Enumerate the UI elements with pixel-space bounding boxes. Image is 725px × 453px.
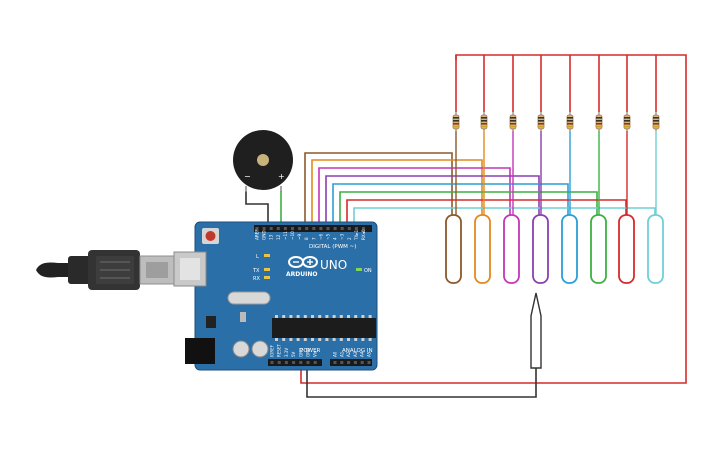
pin-label: 5V xyxy=(291,351,296,357)
buzzer-wire-black xyxy=(245,191,269,229)
wires xyxy=(245,54,687,398)
resistors xyxy=(452,112,660,131)
arduino-logo xyxy=(288,256,318,268)
touch-pad xyxy=(503,214,520,284)
microcontroller-chip xyxy=(272,318,376,338)
pin-label: IOREF xyxy=(270,344,275,357)
led-l-label: L xyxy=(256,254,259,260)
ground-wire xyxy=(306,364,537,398)
pin-label: AREF xyxy=(255,229,260,240)
pin-label: Vin xyxy=(313,350,318,357)
wire-purple xyxy=(325,175,540,229)
buzzer-minus-label: − xyxy=(244,172,251,181)
resistor xyxy=(452,112,460,131)
touch-pad xyxy=(445,214,462,284)
pin-label: 13 xyxy=(269,234,274,240)
pin-label: RESET xyxy=(277,344,282,357)
pin-label: 4 xyxy=(333,237,338,240)
analog-label: ANALOG IN xyxy=(342,348,373,354)
probe-stylus xyxy=(530,292,542,369)
pin-label: 3.3V xyxy=(284,348,289,357)
led-rx-label: RX xyxy=(253,276,260,282)
touch-pad xyxy=(647,214,664,284)
power-label: POWER xyxy=(300,348,321,354)
pin-label: A2 xyxy=(346,351,351,357)
usb-cable xyxy=(36,250,175,290)
pin-label: TX▸1 xyxy=(354,229,359,241)
touch-pad xyxy=(474,214,491,284)
pin-label: 2 xyxy=(347,237,352,240)
on-label: ON xyxy=(364,268,372,274)
buzzer-plus-label: + xyxy=(278,172,285,181)
wire-brown xyxy=(304,152,453,229)
pin-label: A5 xyxy=(367,351,372,357)
resistor xyxy=(623,112,631,131)
pin-label: GND xyxy=(262,230,267,240)
touch-pad xyxy=(590,214,607,284)
pin-label: ~10 xyxy=(290,231,295,240)
board-brand-label: ARDUINO xyxy=(286,271,317,278)
arduino-uno-board: L TX RX ON UNO ARDUINO DIGITAL (PWM ~) P… xyxy=(173,221,378,371)
pin-label: RX◂0 xyxy=(361,229,366,240)
led-tx-label: TX xyxy=(252,268,260,274)
touch-pad xyxy=(561,214,578,284)
pin-label: A3 xyxy=(353,351,358,357)
resistor xyxy=(509,112,517,131)
board-model-label: UNO xyxy=(320,258,347,272)
pin-label: ~5 xyxy=(326,233,331,240)
touch-pad xyxy=(618,214,635,284)
analog-header xyxy=(330,359,372,366)
piezo-buzzer: − + xyxy=(233,130,293,192)
pin-label: GND xyxy=(306,348,311,357)
resistor xyxy=(566,112,574,131)
resistor xyxy=(537,112,545,131)
digital-label: DIGITAL (PWM ~) xyxy=(309,244,356,250)
resistor xyxy=(480,112,488,131)
pin-label: 8 xyxy=(304,237,309,240)
resistor xyxy=(652,112,660,131)
pin-label: ~11 xyxy=(283,231,288,240)
pin-label: GND xyxy=(298,348,303,357)
pin-label: ~6 xyxy=(318,233,323,240)
touch-pads xyxy=(445,214,664,284)
wire-cyan xyxy=(353,207,656,229)
wire-orange xyxy=(311,159,483,229)
pin-label: A1 xyxy=(339,351,344,357)
pin-label: 12 xyxy=(276,234,281,240)
resistor xyxy=(595,112,603,131)
pin-label: ~3 xyxy=(340,233,345,240)
touch-pad xyxy=(532,214,549,284)
power-jack xyxy=(185,338,215,364)
pin-label: ~9 xyxy=(297,233,302,240)
pin-label: A4 xyxy=(360,351,365,357)
pin-label: A0 xyxy=(333,351,338,357)
wire-green xyxy=(339,191,598,229)
pin-label: 7 xyxy=(311,237,316,240)
